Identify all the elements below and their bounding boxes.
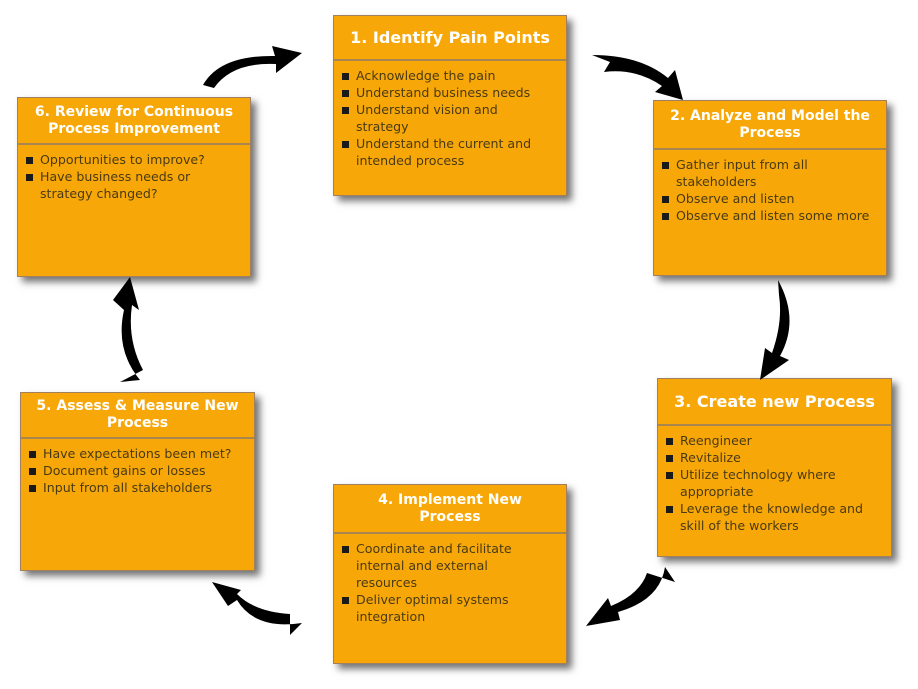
step-6-box: 6. Review for Continuous Process Improve… — [17, 97, 251, 277]
step-3-item: Reengineer — [664, 432, 885, 449]
bullet-icon — [29, 451, 36, 458]
step-2-title: 2. Analyze and Model the Process — [654, 101, 886, 150]
step-1-item: Understand business needs — [340, 84, 560, 101]
step-1-item: Understand the current and intended proc… — [340, 135, 560, 169]
arrow-1-to-2 — [592, 55, 683, 100]
step-4-item: Coordinate and facilitate internal and e… — [340, 540, 541, 591]
arrow-3-to-4 — [586, 567, 675, 626]
step-4-box: 4. Implement New Process Coordinate and … — [333, 484, 567, 664]
step-4-items: Coordinate and facilitate internal and e… — [334, 534, 566, 625]
bullet-icon — [26, 174, 33, 181]
step-6-items: Opportunities to improve? Have business … — [18, 145, 250, 202]
step-3-items: Reengineer Revitalize Utilize technology… — [658, 426, 891, 534]
bullet-icon — [26, 157, 33, 164]
step-3-item: Utilize technology where appropriate — [664, 466, 880, 500]
step-3-item: Revitalize — [664, 449, 885, 466]
step-2-box: 2. Analyze and Model the Process Gather … — [653, 100, 887, 276]
arrow-2-to-3 — [760, 280, 790, 380]
step-1-box: 1. Identify Pain Points Acknowledge the … — [333, 15, 567, 196]
step-4-title: 4. Implement New Process — [334, 485, 566, 534]
bullet-icon — [662, 162, 669, 169]
bullet-icon — [666, 455, 673, 462]
step-3-title: 3. Create new Process — [658, 379, 891, 426]
step-6-title: 6. Review for Continuous Process Improve… — [18, 98, 250, 145]
step-5-box: 5. Assess & Measure New Process Have exp… — [20, 392, 255, 571]
bullet-icon — [342, 90, 349, 97]
bullet-icon — [342, 597, 349, 604]
bullet-icon — [342, 141, 349, 148]
arrow-5-to-6 — [113, 277, 143, 382]
bullet-icon — [666, 438, 673, 445]
step-5-item: Input from all stakeholders — [27, 479, 248, 496]
bullet-icon — [666, 472, 673, 479]
step-1-title: 1. Identify Pain Points — [334, 16, 566, 61]
step-3-item: Leverage the knowledge and skill of the … — [664, 500, 885, 534]
step-2-items: Gather input from all stakeholders Obser… — [654, 150, 886, 224]
step-5-title: 5. Assess & Measure New Process — [21, 393, 254, 439]
bullet-icon — [342, 546, 349, 553]
arrow-4-to-5 — [212, 582, 302, 635]
step-1-item: Acknowledge the pain — [340, 67, 560, 84]
step-2-item: Gather input from all stakeholders — [660, 156, 851, 190]
bullet-icon — [29, 485, 36, 492]
step-1-item: Understand vision and strategy — [340, 101, 516, 135]
bullet-icon — [342, 107, 349, 114]
step-3-box: 3. Create new Process Reengineer Revital… — [657, 378, 892, 557]
step-5-item: Have expectations been met? — [27, 445, 248, 462]
bullet-icon — [662, 196, 669, 203]
step-6-item: Opportunities to improve? — [24, 151, 244, 168]
arrow-6-to-1 — [203, 46, 302, 88]
step-6-item: Have business needs or strategy changed? — [24, 168, 215, 202]
step-2-item: Observe and listen — [660, 190, 880, 207]
step-5-items: Have expectations been met? Document gai… — [21, 439, 254, 496]
step-1-items: Acknowledge the pain Understand business… — [334, 61, 566, 169]
step-4-item: Deliver optimal systems integration — [340, 591, 541, 625]
bullet-icon — [662, 213, 669, 220]
step-5-item: Document gains or losses — [27, 462, 248, 479]
bullet-icon — [342, 73, 349, 80]
bullet-icon — [29, 468, 36, 475]
step-2-item: Observe and listen some more — [660, 207, 876, 224]
bullet-icon — [666, 506, 673, 513]
